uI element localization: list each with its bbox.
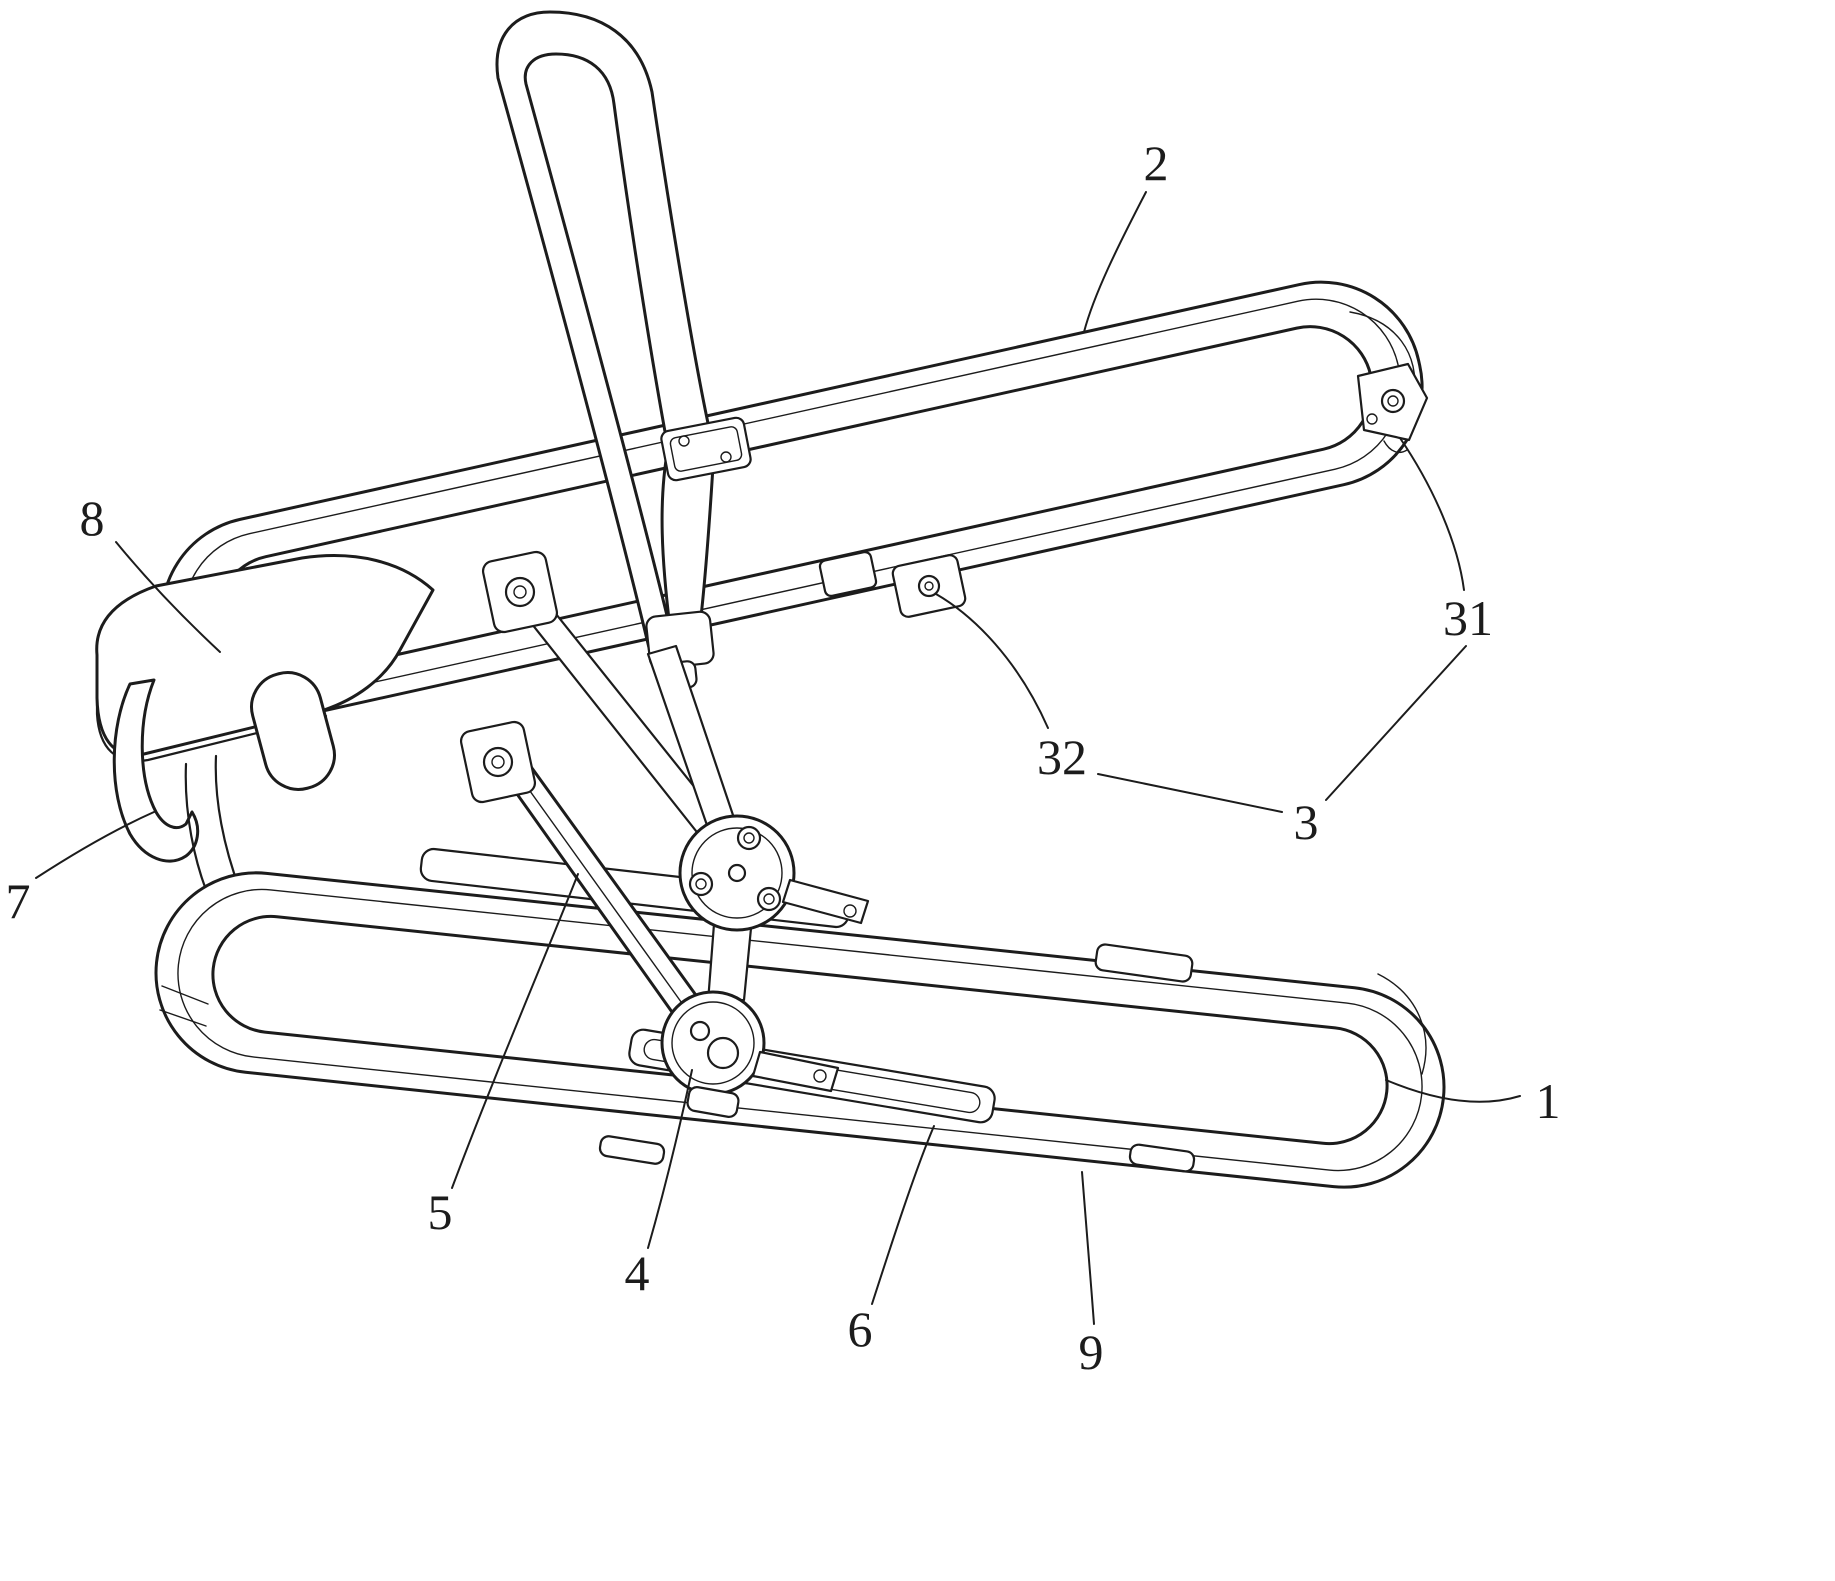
ref-label-2: 2 [1143, 135, 1169, 191]
leader-line-31 [1399, 437, 1465, 591]
tray-thickness-edge [95, 696, 328, 763]
upper-hinge-disc [678, 814, 796, 932]
lower-frame-left-joint [159, 985, 209, 1027]
frame-clip [1094, 943, 1194, 983]
ref-label-8: 8 [79, 490, 105, 546]
ref-label-31: 31 [1443, 590, 1493, 646]
leader-line-8 [115, 541, 221, 653]
leader-line-4 [647, 1069, 693, 1249]
leader-line-1 [1385, 1079, 1521, 1103]
leader-line-6 [871, 1125, 935, 1305]
leader-line-7 [35, 811, 155, 879]
seat-tray [95, 554, 435, 902]
leader-lines [35, 191, 1521, 1325]
ref-label-1: 1 [1535, 1073, 1561, 1129]
lower-frame-tube-contour [177, 888, 1423, 1172]
frame-clamp-upper [481, 550, 559, 634]
leader-line-32 [935, 593, 1049, 729]
frame-foot-left [598, 1135, 666, 1165]
bracket-line-3-to-31 [1325, 645, 1467, 801]
ref-label-32: 32 [1037, 729, 1087, 785]
toy-bar-clamp [660, 416, 752, 482]
ref-label-4: 4 [624, 1245, 650, 1301]
lower-frame-end-cap [1377, 973, 1427, 1075]
bracket-line-3-to-32 [1097, 773, 1283, 813]
ref-label-6: 6 [847, 1301, 873, 1357]
ref-label-7: 7 [5, 873, 31, 929]
upper-bracket-bolt [843, 904, 857, 918]
lower-hinge-disc [660, 990, 766, 1118]
frame-clamp-lower [459, 720, 537, 804]
frame-foot-right [1128, 1143, 1196, 1173]
lower-bracket-bolt [813, 1069, 827, 1083]
seat-support-tube-inner [214, 754, 242, 892]
carry-handle-tube [112, 678, 200, 863]
seat-grip-bar [250, 671, 336, 791]
baby-figure-icon [689, 1020, 740, 1070]
main-support-strut-contour [501, 751, 685, 1007]
leader-line-9 [1081, 1171, 1095, 1325]
hinge-31 [1356, 362, 1429, 453]
leader-line-2 [1083, 191, 1147, 333]
folding-linkage [459, 550, 870, 1118]
ref-label-5: 5 [427, 1184, 453, 1240]
leader-line-5 [451, 873, 579, 1189]
ref-label-3: 3 [1293, 794, 1319, 850]
ref-label-9: 9 [1078, 1324, 1104, 1380]
toy-bar [495, 10, 752, 690]
